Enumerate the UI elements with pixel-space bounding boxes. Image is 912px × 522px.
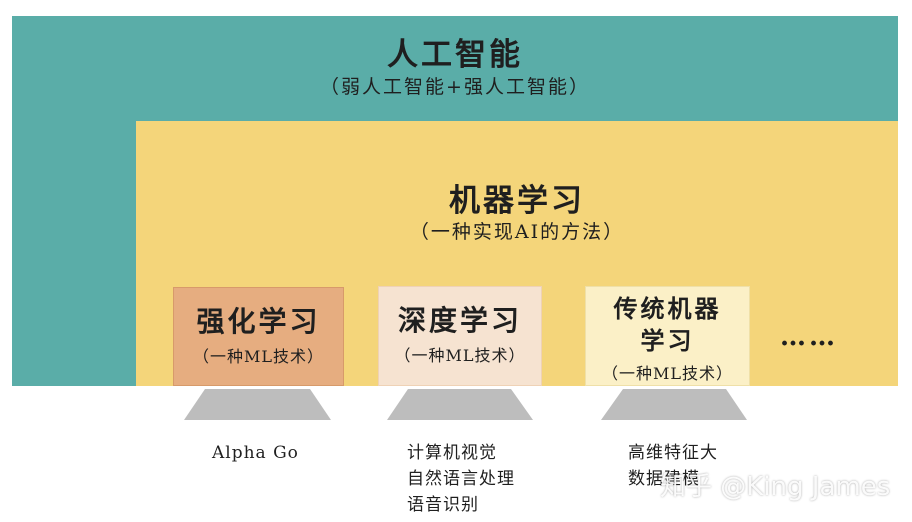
card-subtitle: （一种ML技术） [394,346,526,365]
card-reinforcement-learning: 强化学习 （一种ML技术） [173,287,344,386]
card-title-line1: 传统机器 [613,294,722,323]
card-subtitle: （一种ML技术） [601,363,733,383]
ml-subtitle: （一种实现AI的方法） [409,221,625,243]
card-subtitle: （一种ML技术） [192,347,324,366]
pedestal-tml [601,389,747,420]
ai-subtitle: （弱人工智能+强人工智能） [320,76,590,98]
app-item: 数据建模 [628,469,700,489]
card-title-line2: 学习 [640,326,695,356]
app-item: Alpha Go [212,443,299,463]
card-title: 强化学习 [196,305,321,338]
app-item: 高维特征大 [628,443,718,463]
pedestal-rl [184,389,331,420]
ellipsis: …… [780,322,838,352]
card-title: 深度学习 [397,304,522,337]
pedestal-dl [387,389,533,420]
app-list-dl: 计算机视觉 自然语言处理 语音识别 [407,440,515,518]
app-list-rl: Alpha Go [212,440,299,466]
app-item: 语音识别 [407,495,479,515]
ai-title: 人工智能 [387,37,523,73]
app-item: 自然语言处理 [407,469,515,489]
card-traditional-ml: 传统机器 学习 （一种ML技术） [585,286,750,386]
card-title: 传统机器 学习 [586,287,749,358]
watermark: 知乎 @King James [660,472,891,502]
app-item: 计算机视觉 [407,443,497,463]
app-list-tml: 高维特征大 数据建模 [628,440,718,492]
ml-title: 机器学习 [449,183,585,219]
card-deep-learning: 深度学习 （一种ML技术） [378,286,542,386]
